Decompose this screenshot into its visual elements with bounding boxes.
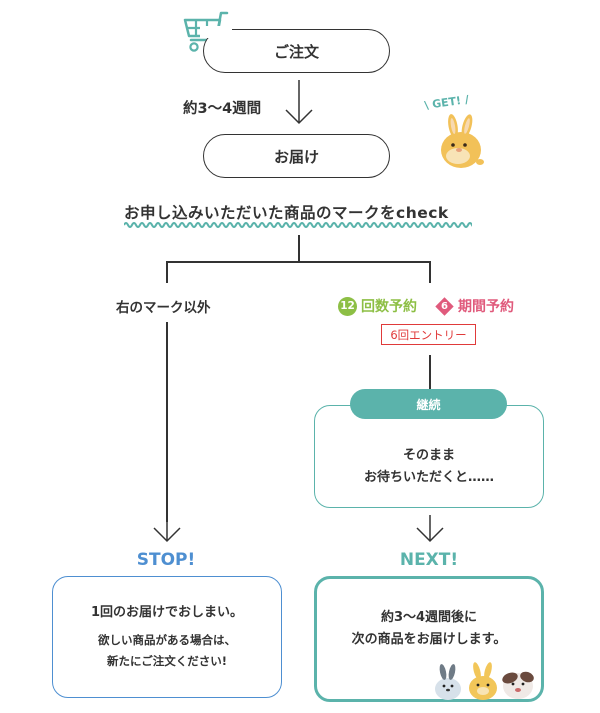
get-badge-text: GET! (431, 94, 462, 111)
mark-count: 12 回数予約 (338, 296, 417, 316)
box-gap (200, 26, 232, 38)
next-heading: NEXT! (399, 550, 459, 570)
get-slash-right: / (460, 92, 470, 107)
connector-line (166, 261, 430, 263)
period-mark-label: 期間予約 (458, 299, 514, 315)
stop-box: 1回のお届けでおしまい。 欲しい商品がある場合は、 新たにご注文ください! (52, 576, 282, 698)
count-mark-label: 回数予約 (361, 299, 417, 315)
stop-line-1: 1回のお届けでおしまい。 (90, 605, 244, 620)
next-box: 約3～4週間後に 次の商品をお届けします。 (314, 576, 544, 702)
stop-line-3: 新たにご注文ください! (106, 654, 227, 668)
arrow-down-icon (416, 515, 444, 543)
continue-line-2: お待ちいただくと…… (363, 469, 494, 485)
entry-tag: 6回エントリー (381, 324, 476, 345)
count-mark-icon: 12 (338, 296, 357, 316)
three-rabbits-illustration (435, 662, 534, 700)
continue-box: そのまま お待ちいただくと…… (314, 405, 544, 508)
arrow-down-icon (285, 80, 313, 125)
next-line-1: 約3～4週間後に (380, 610, 478, 625)
mark-period: 6 期間予約 (435, 296, 514, 316)
arrow-down-icon (153, 520, 181, 543)
continue-title: 継続 (416, 397, 441, 412)
interval-label: 約3～4週間 (183, 101, 262, 117)
stop-heading: STOP! (136, 550, 196, 570)
connector-line (166, 261, 168, 283)
continue-title-pill: 継続 (350, 389, 507, 419)
connector-line (166, 322, 168, 522)
connector-line (298, 235, 300, 262)
connector-line (429, 261, 431, 283)
check-heading: お申し込みいただいた商品のマークをcheck (124, 204, 449, 222)
delivery-step-label: お届け (273, 147, 319, 166)
delivery-step-box: お届け (203, 134, 390, 178)
connector-line (429, 355, 431, 390)
entry-tag-text: 6回エントリー (390, 327, 467, 342)
stop-line-2: 欲しい商品がある場合は、 (98, 633, 236, 647)
wavy-underline (124, 222, 472, 228)
order-step-label: ご注文 (273, 42, 319, 61)
next-line-2: 次の商品をお届けします。 (351, 632, 507, 647)
continue-line-1: そのまま (402, 447, 455, 463)
branch-left-label: 右のマーク以外 (116, 300, 211, 316)
order-step-box: ご注文 (203, 29, 390, 73)
count-mark-number: 12 (340, 300, 355, 312)
period-mark-number: 6 (441, 300, 448, 312)
period-mark-icon: 6 (435, 296, 454, 316)
rabbit-illustration (441, 114, 484, 168)
